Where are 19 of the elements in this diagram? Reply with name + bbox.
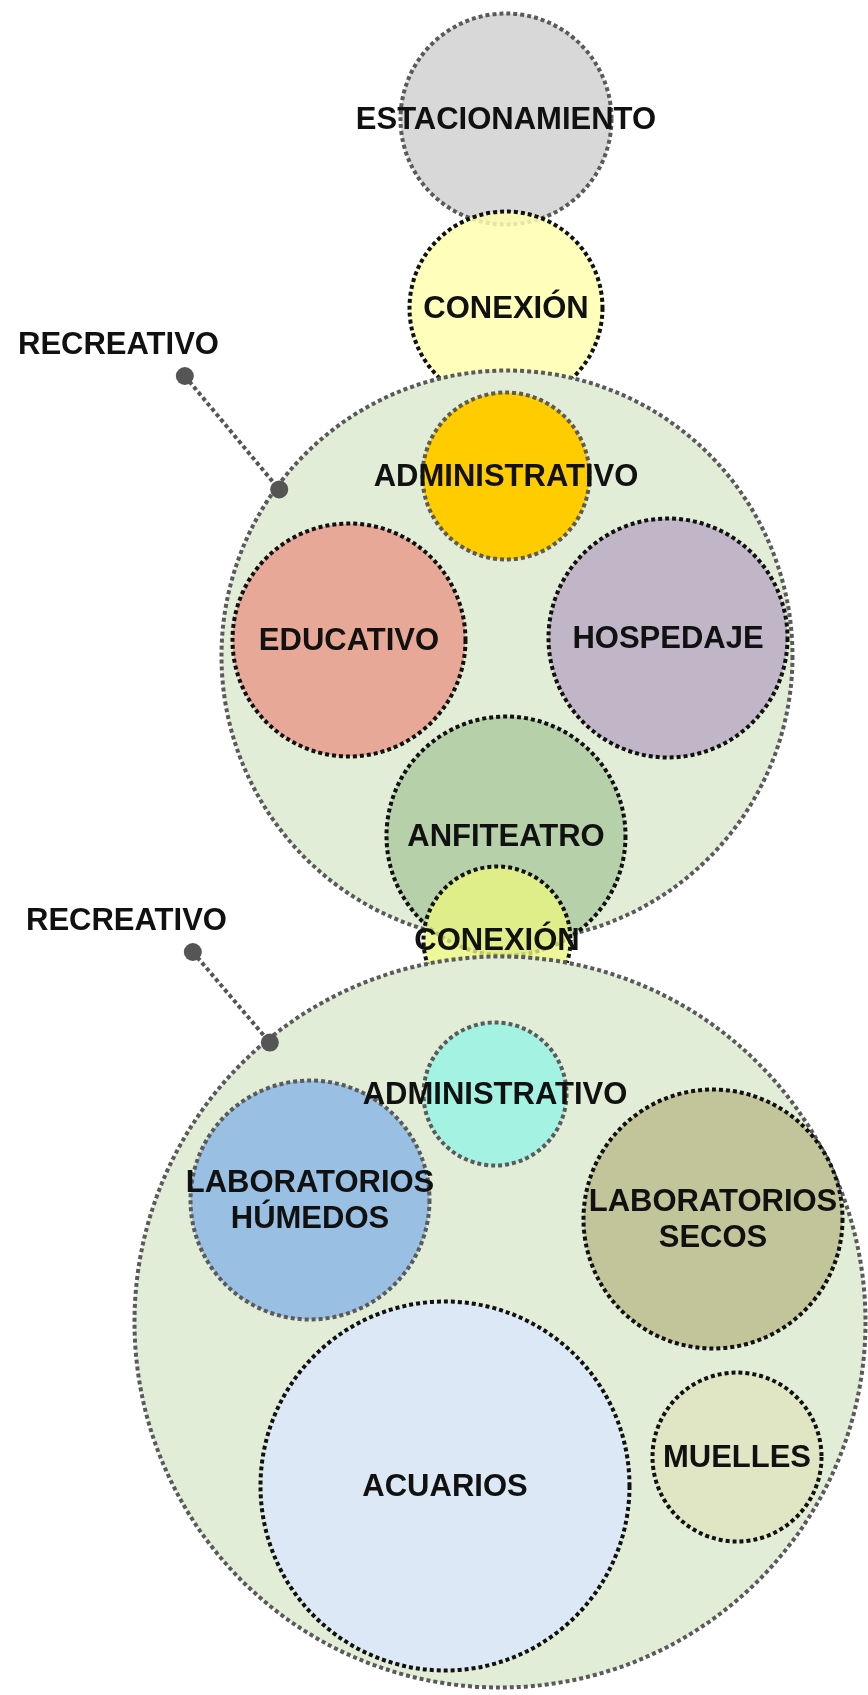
zone-label: CONEXIÓN [422,290,590,326]
zone-label: RECREATIVO [26,902,227,938]
zone-label: CONEXIÓN [413,922,581,958]
zone-label: LABORATORIOS HÚMEDOS [184,1164,436,1236]
leader-line [183,943,279,1052]
zone-bubble [258,1299,632,1673]
zone-label: HOSPEDAJE [571,620,765,656]
zone-bubble [132,954,868,1690]
zone-bubble [546,516,790,760]
zone-label: LABORATORIOS SECOS [587,1183,839,1255]
leader-line [175,367,289,499]
zone-label: ANFITEATRO [406,818,606,854]
zone-label: EDUCATIVO [257,622,441,658]
zone-label: ESTACIONAMIENTO [354,101,658,137]
zone-bubble [650,1370,824,1544]
zone-label: ACUARIOS [361,1468,529,1504]
zone-label: MUELLES [661,1439,813,1475]
zone-label: RECREATIVO [18,326,219,362]
zone-bubble [230,521,468,759]
